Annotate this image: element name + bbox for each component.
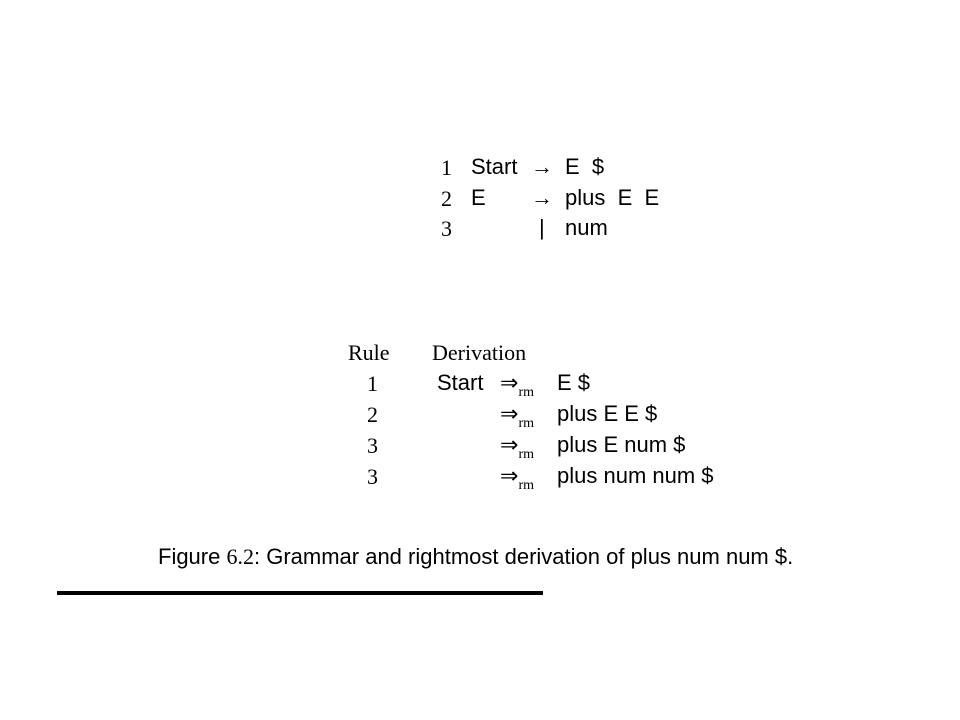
arrow-subscript: rm: [518, 478, 534, 493]
grammar-rule-number: 3: [441, 216, 452, 241]
sentential-form: E $: [557, 370, 591, 395]
grammar-rule-number: 1: [441, 155, 452, 180]
derivation-arrow: ⇒rm: [500, 432, 534, 462]
grammar-rule-lhs: Start: [471, 154, 518, 179]
double-arrow-icon: ⇒: [500, 401, 519, 426]
arrow-subscript: rm: [518, 385, 534, 400]
double-arrow-icon: ⇒: [500, 463, 519, 488]
caption-text: : Grammar and rightmost derivation of pl…: [253, 544, 794, 569]
figure-caption: Figure 6.2: Grammar and rightmost deriva…: [158, 546, 793, 568]
arrow-subscript: rm: [518, 447, 534, 462]
grammar-rule-lhs: E: [471, 185, 486, 210]
grammar-rule-rhs: plus E E: [565, 185, 660, 210]
arrow-subscript: rm: [518, 416, 534, 431]
grammar-rule-rhs: num: [565, 215, 608, 240]
sentential-form: plus E num $: [557, 432, 686, 457]
produces-arrow-icon: →: [531, 185, 553, 210]
caption-number: 6.2: [226, 544, 254, 569]
derivation-rule-number: 3: [367, 464, 378, 489]
derivation-arrow: ⇒rm: [500, 401, 534, 431]
grammar-rule-number: 2: [441, 186, 452, 211]
derivation-rule-number: 1: [367, 371, 378, 396]
sentential-form: plus E E $: [557, 401, 658, 426]
alternation-bar-icon: |: [539, 215, 545, 240]
derivation-rule-number: 3: [367, 433, 378, 458]
horizontal-rule: [57, 591, 543, 595]
caption-prefix: Figure: [158, 544, 221, 569]
start-symbol: Start: [437, 370, 484, 395]
sentential-form: plus num num $: [557, 463, 714, 488]
double-arrow-icon: ⇒: [500, 432, 519, 457]
derivation-rule-number: 2: [367, 402, 378, 427]
derivation-arrow: ⇒rm: [500, 463, 534, 493]
double-arrow-icon: ⇒: [500, 370, 519, 395]
header-rule: Rule: [348, 340, 390, 365]
derivation-arrow: ⇒rm: [500, 370, 534, 400]
grammar-rule-rhs: E $: [565, 154, 605, 179]
produces-arrow-icon: →: [531, 154, 553, 179]
header-derivation: Derivation: [432, 340, 527, 365]
